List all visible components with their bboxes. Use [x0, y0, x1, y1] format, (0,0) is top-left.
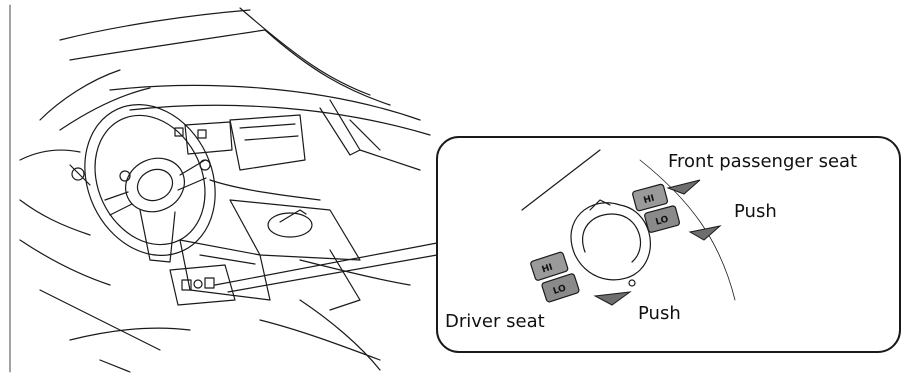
steering-wheel — [61, 83, 239, 277]
push-front-label: Push — [734, 203, 777, 221]
driver-seat-label: Driver seat — [445, 313, 545, 331]
leader-line-top — [215, 243, 437, 285]
console-switch-panel — [170, 265, 235, 305]
push-driver-label: Push — [638, 305, 681, 323]
leader-line-bottom — [228, 255, 437, 292]
dashboard-outline — [110, 85, 430, 170]
front-passenger-seat-label: Front passenger seat — [668, 153, 857, 171]
left-door-area — [20, 150, 110, 285]
